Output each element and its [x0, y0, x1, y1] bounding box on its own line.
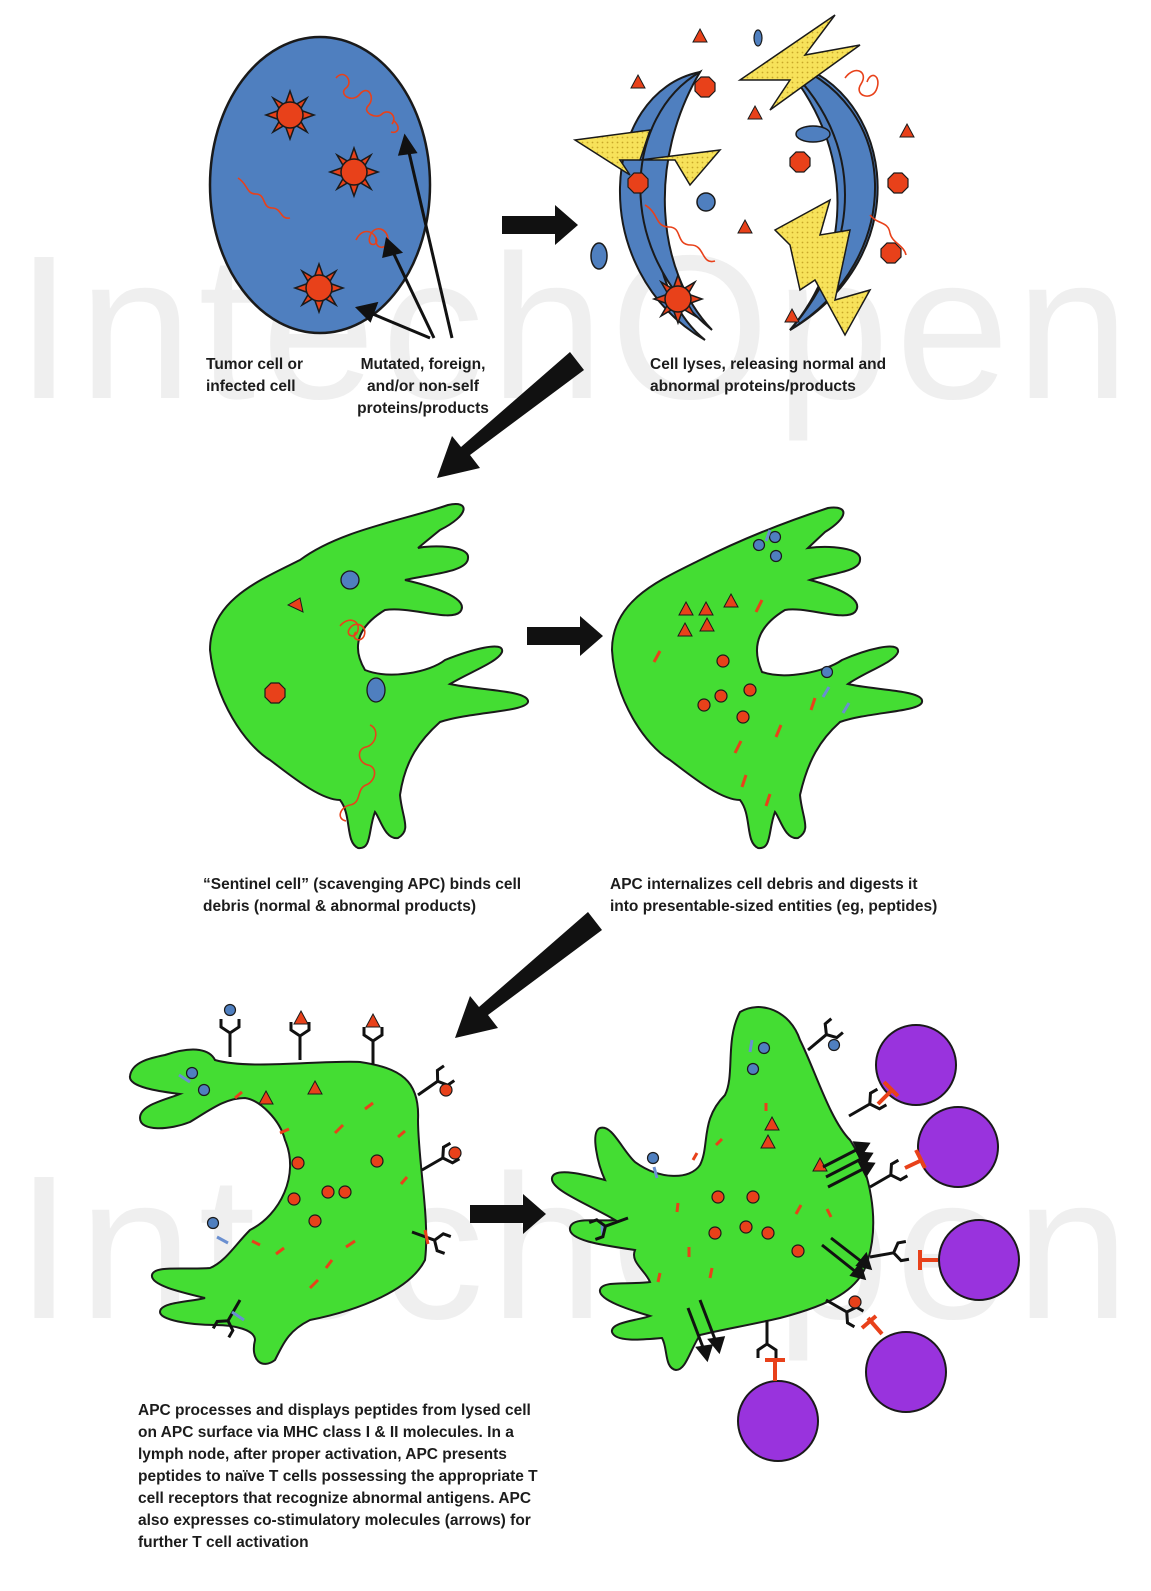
presenting-apc	[130, 1005, 461, 1364]
caption-cell-lyses: Cell lyses, releasing normal and abnorma…	[650, 354, 930, 398]
t-cell-1	[876, 1025, 956, 1105]
antigen-sun-1	[266, 91, 314, 139]
sentinel-apc	[210, 504, 528, 848]
antigen-sun-lysed	[654, 275, 702, 323]
antigen-sun-3	[295, 264, 343, 312]
caption-mutated-products: Mutated, foreign, and/or non-self protei…	[343, 354, 503, 420]
lysed-cell	[575, 15, 914, 340]
process-arrow-1	[502, 205, 578, 245]
tumor-cell	[210, 37, 430, 333]
t-cell-3	[918, 1220, 1019, 1300]
activating-apc	[552, 1007, 1019, 1461]
t-cell-5	[738, 1360, 818, 1461]
caption-sentinel-cell: “Sentinel cell” (scavenging APC) binds c…	[203, 874, 563, 918]
t-cell-4	[862, 1316, 946, 1412]
process-arrow-3	[470, 1194, 546, 1234]
diagonal-arrow-2	[455, 912, 602, 1038]
caption-internalizes: APC internalizes cell debris and digests…	[610, 874, 990, 918]
process-arrow-2	[527, 616, 603, 656]
digesting-apc	[612, 508, 922, 849]
caption-presents-peptides: APC processes and displays peptides from…	[138, 1400, 588, 1554]
caption-tumor-cell: Tumor cell or infected cell	[206, 354, 346, 398]
t-cell-2	[905, 1107, 998, 1187]
antigen-sun-2	[330, 148, 378, 196]
